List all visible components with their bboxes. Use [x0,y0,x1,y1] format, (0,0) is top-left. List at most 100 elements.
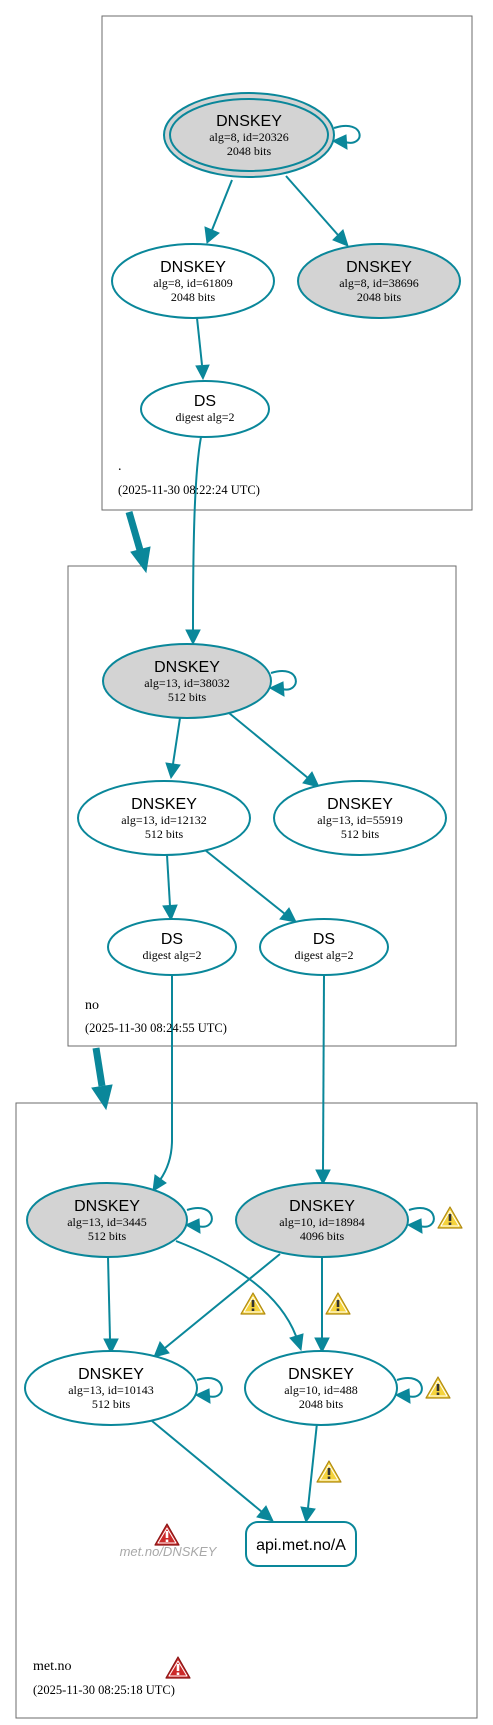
edge-arrowhead [194,1388,211,1404]
zone-name-no: no [85,998,99,1013]
dnskey-node-met-10143[interactable]: DNSKEY alg=13, id=10143 512 bits [24,1350,198,1426]
node-type-label: DS [194,393,216,410]
zone-timestamp-no: (2025-11-30 08:24:55 UTC) [85,1021,227,1035]
delegation-arrowhead [91,1084,113,1111]
dnskey-node-root-zsk-38696[interactable]: DNSKEY alg=8, id=38696 2048 bits [297,243,461,319]
edge-no-ds2-met-k2 [322,974,325,1171]
edge-arrowhead [185,629,201,646]
edge-arrowhead [204,226,220,244]
node-bits-label: 512 bits [92,1397,131,1411]
delegation-arrows [91,511,151,1111]
dnskey-node-no-zsk-12132[interactable]: DNSKEY alg=13, id=12132 512 bits [77,780,251,856]
edge-arrowhead [153,1341,170,1358]
edge-arrowhead [256,1505,274,1522]
node-type-label: DS [313,931,335,948]
self-loop-no-ksk [270,670,297,691]
edge-arrowhead [315,1169,331,1186]
self-loop-met-k3 [196,1377,223,1398]
dnskey-node-met-3445[interactable]: DNSKEY alg=13, id=3445 512 bits [26,1182,188,1258]
node-bits-label: 2048 bits [357,290,402,304]
edge-arrowhead [162,904,178,922]
ds-node-no-1[interactable]: DS digest alg=2 [107,918,237,976]
edge-arrowhead [279,907,297,923]
self-loop-met-k1 [186,1207,213,1228]
delegation-arrow-root-no [125,511,144,551]
edge-arrowhead [152,1174,167,1192]
node-bits-label: 512 bits [88,1229,127,1243]
node-bits-label: 512 bits [168,690,207,704]
dnskey-node-no-ksk[interactable]: DNSKEY alg=13, id=38032 512 bits [102,643,272,719]
edge-root-ds-no-ksk [192,436,202,631]
node-alg-label: alg=13, id=12132 [121,813,207,827]
node-digest-label: digest alg=2 [142,948,201,962]
zone-name-met: met.no [33,1659,72,1674]
node-type-label: DNSKEY [78,1366,144,1383]
node-type-label: DNSKEY [327,796,393,813]
edge-root-ksk-zsk2 [285,175,339,236]
self-loop-root-ksk [333,125,361,144]
rrset-label: api.met.no/A [256,1537,346,1554]
edge-arrowhead [300,1506,316,1524]
delegation-arrowhead [130,546,151,574]
edge-no-zsk1-ds2 [204,849,286,915]
dnskey-node-met-18984[interactable]: DNSKEY alg=10, id=18984 4096 bits [235,1182,409,1258]
node-type-label: DNSKEY [74,1198,140,1215]
dnskey-node-root-ksk[interactable]: DNSKEY alg=8, id=20326 2048 bits [163,92,335,178]
node-alg-label: alg=13, id=55919 [317,813,403,827]
edge-root-ksk-zsk1 [211,179,233,231]
edge-arrowhead [184,1218,201,1234]
edge-met-k4-rr [307,1422,318,1509]
dnskey-node-met-488[interactable]: DNSKEY alg=10, id=488 2048 bits [244,1350,398,1426]
zone-timestamp-root: (2025-11-30 08:22:24 UTC) [118,483,260,497]
edge-arrowhead [406,1218,423,1234]
edge-arrowhead [314,1337,330,1354]
node-alg-label: alg=10, id=18984 [279,1215,365,1229]
node-type-label: DNSKEY [131,796,197,813]
edge-root-zsk1-ds [196,317,203,366]
node-type-label: DNSKEY [346,259,412,276]
edge-met-k1-k3 [107,1256,111,1340]
node-bits-label: 512 bits [341,827,380,841]
edge-arrowhead [103,1338,119,1355]
edge-no-zsk1-ds1 [166,854,171,907]
dnskey-node-root-zsk-61809[interactable]: DNSKEY alg=8, id=61809 2048 bits [111,243,275,319]
node-alg-label: alg=10, id=488 [284,1383,358,1397]
edge-arrowhead [302,771,320,788]
node-digest-label: digest alg=2 [175,410,234,424]
node-type-label: DNSKEY [289,1198,355,1215]
node-bits-label: 512 bits [145,827,184,841]
ds-node-root[interactable]: DS digest alg=2 [140,380,270,438]
missing-dnskey-label: met.no/DNSKEY [120,1544,218,1559]
edge-met-k2-k3 [164,1253,281,1349]
dnskey-node-no-zsk-55919[interactable]: DNSKEY alg=13, id=55919 512 bits [273,780,447,856]
delegation-arrow-no-met [92,1047,106,1087]
ds-node-no-2[interactable]: DS digest alg=2 [259,918,389,976]
node-digest-label: digest alg=2 [294,948,353,962]
self-loop-met-k4 [396,1377,423,1398]
node-type-label: DNSKEY [154,659,220,676]
edge-arrowhead [331,134,348,150]
edge-arrowhead [268,681,285,697]
node-alg-label: alg=13, id=10143 [68,1383,154,1397]
edge-arrowhead [394,1388,411,1404]
rrset-node-api-met-no-a[interactable]: api.met.no/A [245,1521,357,1567]
node-bits-label: 2048 bits [299,1397,344,1411]
node-type-label: DNSKEY [216,113,282,130]
node-type-label: DNSKEY [160,259,226,276]
node-alg-label: alg=13, id=3445 [67,1215,147,1229]
node-bits-label: 2048 bits [227,144,272,158]
node-bits-label: 4096 bits [300,1229,345,1243]
node-alg-label: alg=8, id=61809 [153,276,233,290]
edge-no-ksk-zsk2 [228,712,309,779]
node-alg-label: alg=8, id=38696 [339,276,419,290]
node-type-label: DS [161,931,183,948]
node-alg-label: alg=13, id=38032 [144,676,230,690]
edge-met-k3-rr [151,1420,263,1513]
node-type-label: DNSKEY [288,1366,354,1383]
edge-no-ds1-met-k1 [159,975,173,1181]
edge-arrowhead [289,1333,304,1352]
edge-arrowhead [332,229,349,247]
node-bits-label: 2048 bits [171,290,216,304]
edge-arrowhead [165,762,181,780]
